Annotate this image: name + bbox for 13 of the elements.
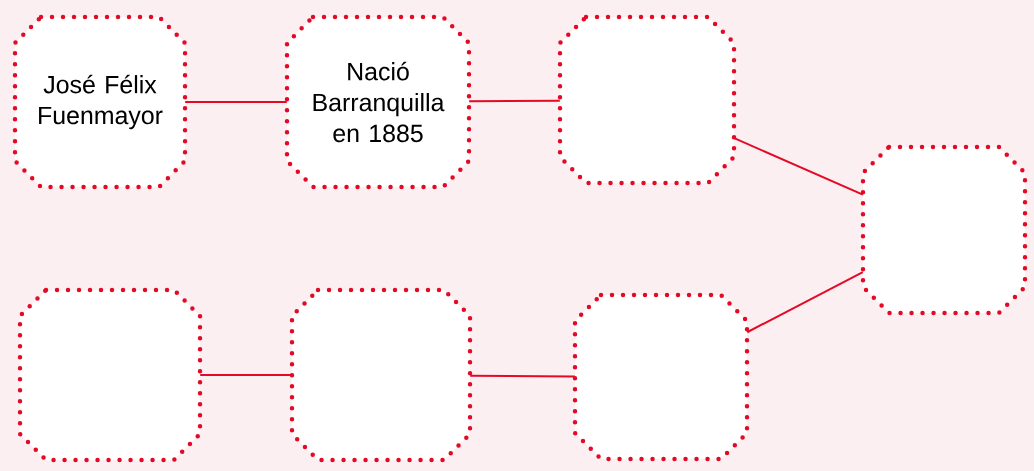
empty-octagon <box>572 292 750 462</box>
text-octagon: Nació Barranquilla en 1885 <box>284 14 472 190</box>
empty-octagon <box>860 144 1028 316</box>
empty-octagon <box>289 287 473 463</box>
connector-line <box>199 374 293 376</box>
text-octagon: José Félix Fuenmayor <box>12 14 188 190</box>
connector-line <box>733 137 864 196</box>
connector-line <box>468 99 561 103</box>
connector-line <box>469 374 576 378</box>
connector-line <box>184 101 288 103</box>
empty-octagon <box>557 14 737 186</box>
empty-octagon <box>17 287 203 463</box>
connector-line <box>746 271 864 334</box>
